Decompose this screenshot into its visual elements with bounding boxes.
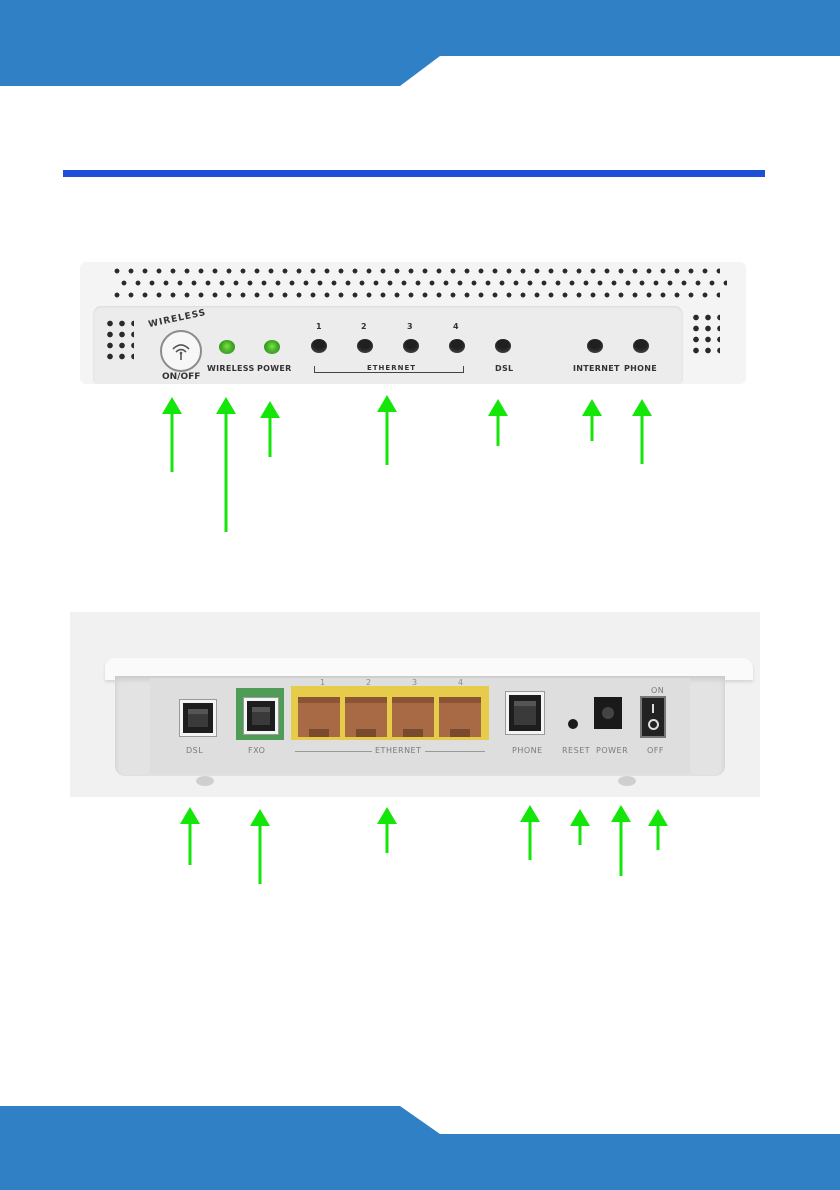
led-ethernet-2 <box>357 339 373 353</box>
led-label-wireless: WIRELESS <box>207 364 255 373</box>
switch-on-mark <box>652 704 654 713</box>
arrow-fxo-port <box>250 809 270 884</box>
front-vent-right <box>690 312 720 356</box>
led-label-internet: INTERNET <box>573 364 620 373</box>
reset-button[interactable] <box>568 719 578 729</box>
led-label-power: POWER <box>257 364 292 373</box>
section-rule <box>63 170 765 177</box>
front-vent-row <box>110 290 720 300</box>
led-ethernet-4 <box>449 339 465 353</box>
led-label-eth4: 4 <box>453 322 459 331</box>
arrow-wireless-button <box>162 397 182 472</box>
fxo-port-label: FXO <box>248 746 265 755</box>
front-vent-row <box>117 278 727 288</box>
power-label: POWER <box>596 746 628 755</box>
arrow-internet-led <box>582 399 602 441</box>
led-power <box>264 340 280 354</box>
header-band <box>0 0 840 90</box>
wireless-button-label-bottom: ON/OFF <box>162 372 200 382</box>
led-label-eth2: 2 <box>361 322 367 331</box>
switch-off-label: OFF <box>647 746 664 755</box>
rear-foot <box>618 776 636 786</box>
arrow-dsl-port <box>180 807 200 865</box>
led-dsl <box>495 339 511 353</box>
arrow-phone-led <box>632 399 652 464</box>
led-wireless <box>219 340 235 354</box>
fxo-port[interactable] <box>244 698 278 734</box>
ethernet-port-3[interactable] <box>392 697 434 737</box>
led-label-phone: PHONE <box>624 364 657 373</box>
switch-off-mark <box>648 719 659 730</box>
led-internet <box>587 339 603 353</box>
arrow-power-led <box>260 401 280 457</box>
phone-port[interactable] <box>506 692 544 734</box>
arrow-ethernet-leds <box>377 395 397 465</box>
led-label-eth3: 3 <box>407 322 413 331</box>
power-switch[interactable] <box>640 696 666 738</box>
power-socket[interactable] <box>594 697 622 729</box>
wireless-onoff-button[interactable] <box>160 330 202 372</box>
led-ethernet-1 <box>311 339 327 353</box>
header-band-shape <box>0 0 840 86</box>
wifi-icon <box>170 340 192 362</box>
footer-band-shape <box>0 1106 840 1190</box>
front-vent-left <box>104 318 134 362</box>
rear-foot <box>196 776 214 786</box>
arrow-dsl-led <box>488 399 508 446</box>
arrow-phone-port <box>520 805 540 860</box>
ethernet-group-label: ETHERNET <box>364 364 419 372</box>
front-vent-row <box>110 266 720 276</box>
dsl-port[interactable] <box>180 700 216 736</box>
phone-port-label: PHONE <box>512 746 543 755</box>
led-phone <box>633 339 649 353</box>
led-label-eth1: 1 <box>316 322 322 331</box>
arrow-reset-button <box>570 809 590 845</box>
ethernet-port-2[interactable] <box>345 697 387 737</box>
led-ethernet-3 <box>403 339 419 353</box>
ethernet-port-4[interactable] <box>439 697 481 737</box>
arrow-wireless-led <box>216 397 236 532</box>
switch-on-label: ON <box>651 686 664 695</box>
led-label-dsl: DSL <box>495 364 513 373</box>
reset-label: RESET <box>562 746 590 755</box>
ethernet-ports-label: ETHERNET <box>372 746 425 755</box>
arrow-power-switch <box>648 809 668 850</box>
arrow-ethernet-ports <box>377 807 397 853</box>
dsl-port-label: DSL <box>186 746 203 755</box>
arrow-power-socket <box>611 805 631 876</box>
ethernet-port-1[interactable] <box>298 697 340 737</box>
footer-band <box>0 1100 840 1190</box>
